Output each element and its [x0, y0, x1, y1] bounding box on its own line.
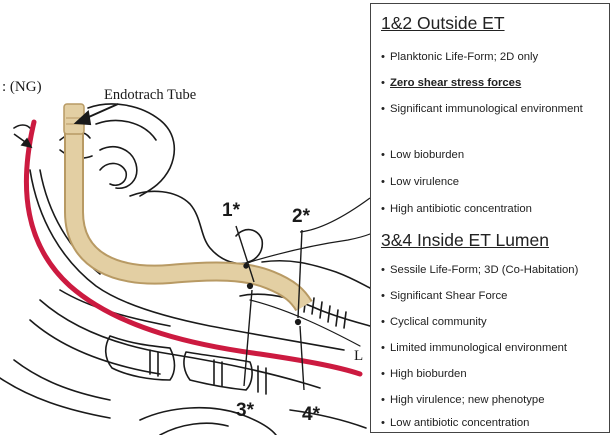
inside-item: • High virulence; new phenotype [381, 392, 603, 408]
outside-item: • High antibiotic concentration [381, 201, 603, 217]
bullet: • [381, 340, 390, 356]
bullet: • [381, 314, 390, 330]
inside-item-text: Cyclical community [390, 314, 603, 330]
inside-item-text: High bioburden [390, 366, 603, 382]
outside-item-text: Low virulence [390, 174, 603, 190]
bullet: • [381, 262, 390, 278]
bullet: • [381, 201, 390, 217]
inside-item: • Cyclical community [381, 314, 603, 330]
inside-item: • Significant Shear Force [381, 288, 603, 304]
bullet: • [381, 366, 390, 382]
outside-item-text: High antibiotic concentration [390, 201, 603, 217]
ng-pointer-arrow [14, 134, 31, 147]
outside-item-text: Zero shear stress forces [390, 75, 603, 91]
outside-item-text: Planktonic Life-Form; 2D only [390, 49, 603, 65]
bullet: • [381, 101, 390, 117]
outside-item: • Low bioburden [381, 147, 603, 163]
legend-box: 1&2 Outside ET • Planktonic Life-Form; 2… [370, 3, 610, 433]
outside-et-heading: 1&2 Outside ET [381, 13, 505, 34]
endotracheal-tube-label: Endotrach Tube [104, 87, 196, 103]
endotracheal-tube [64, 104, 304, 306]
l-label: L [354, 348, 363, 364]
connector-line [300, 198, 370, 232]
inside-item-text: Sessile Life-Form; 3D (Co-Habitation) [390, 262, 603, 278]
site-4-label: 4* [302, 404, 321, 425]
bullet: • [381, 75, 390, 91]
site-3-label: 3* [236, 400, 255, 421]
bullet: • [381, 392, 390, 408]
ng-label: : (NG) [2, 79, 42, 95]
outside-item: • Low virulence [381, 174, 603, 190]
inside-et-heading: 3&4 Inside ET Lumen [381, 230, 549, 251]
outside-item: • Zero shear stress forces [381, 75, 603, 91]
inside-item: • Limited immunological environment [381, 340, 603, 356]
outside-item: • Significant immunological environment [381, 101, 603, 117]
inside-item: • High bioburden [381, 366, 603, 382]
bullet: • [381, 174, 390, 190]
inside-item-text: Low antibiotic concentration [390, 415, 603, 431]
site-2-label: 2* [292, 206, 311, 227]
bullet: • [381, 49, 390, 65]
inside-item: • Sessile Life-Form; 3D (Co-Habitation) [381, 262, 603, 278]
inside-item-text: High virulence; new phenotype [390, 392, 603, 408]
bullet: • [381, 288, 390, 304]
inside-item: • Low antibiotic concentration [381, 415, 603, 431]
outside-item-text: Low bioburden [390, 147, 603, 163]
bullet: • [381, 147, 390, 163]
outside-item-text: Significant immunological environment [390, 101, 603, 117]
site-1-label: 1* [222, 200, 241, 221]
inside-item-text: Significant Shear Force [390, 288, 603, 304]
inside-item-text: Limited immunological environment [390, 340, 603, 356]
outside-item: • Planktonic Life-Form; 2D only [381, 49, 603, 65]
bullet: • [381, 415, 390, 431]
